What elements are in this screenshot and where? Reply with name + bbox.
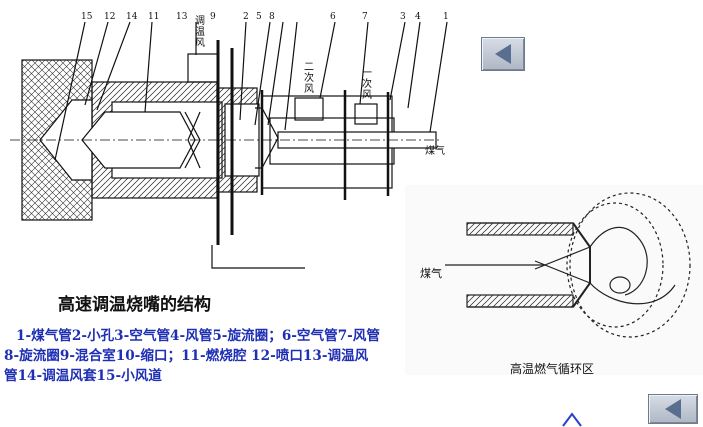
parts-legend: 1-煤气管2-小孔3-空气管4-风管5-旋流圈；6-空气管7-风管 8-旋流圈9… (4, 326, 466, 386)
part-number-11: 11 (148, 12, 160, 22)
part-number-5: 5 (256, 12, 262, 22)
triangle-left-icon (665, 399, 681, 419)
caret-up-icon (562, 412, 582, 427)
triangle-left-icon (495, 44, 511, 64)
part-number-3: 3 (400, 12, 406, 22)
legend-line-3: 管14-调温风套15-小风道 (4, 368, 162, 384)
flame-circulation-diagram (405, 185, 703, 375)
secondary-air-label: 二次风 (304, 62, 314, 95)
flame-gas-label: 煤气 (420, 267, 442, 280)
tempering-air-label: 调温风 (195, 16, 205, 49)
part-number-12: 12 (104, 12, 116, 22)
part-number-7: 7 (362, 12, 368, 22)
part-number-9: 9 (210, 12, 216, 22)
part-number-13: 13 (176, 12, 188, 22)
back-button-bottom[interactable] (648, 394, 698, 424)
legend-line-1: 1-煤气管2-小孔3-空气管4-风管5-旋流圈；6-空气管7-风管 (16, 328, 380, 344)
part-number-6: 6 (330, 12, 336, 22)
part-number-4: 4 (415, 12, 421, 22)
legend-line-2: 8-旋流圈9-混合室10-缩口；11-燃烧腔 12-喷口13-调温风 (4, 348, 369, 364)
part-number-8: 8 (269, 12, 275, 22)
part-number-14: 14 (126, 12, 138, 22)
burner-structure-diagram (10, 21, 448, 269)
gas-inlet-label: 煤气 (425, 146, 445, 157)
part-number-2: 2 (243, 12, 249, 22)
back-button-top[interactable] (481, 37, 525, 71)
diagram-title: 高速调温烧嘴的结构 (58, 295, 211, 315)
part-number-15: 15 (81, 12, 93, 22)
primary-air-label: 一次风 (362, 68, 372, 101)
part-number-1: 1 (443, 12, 449, 22)
circulation-zone-caption: 高温燃气循环区 (510, 362, 595, 376)
